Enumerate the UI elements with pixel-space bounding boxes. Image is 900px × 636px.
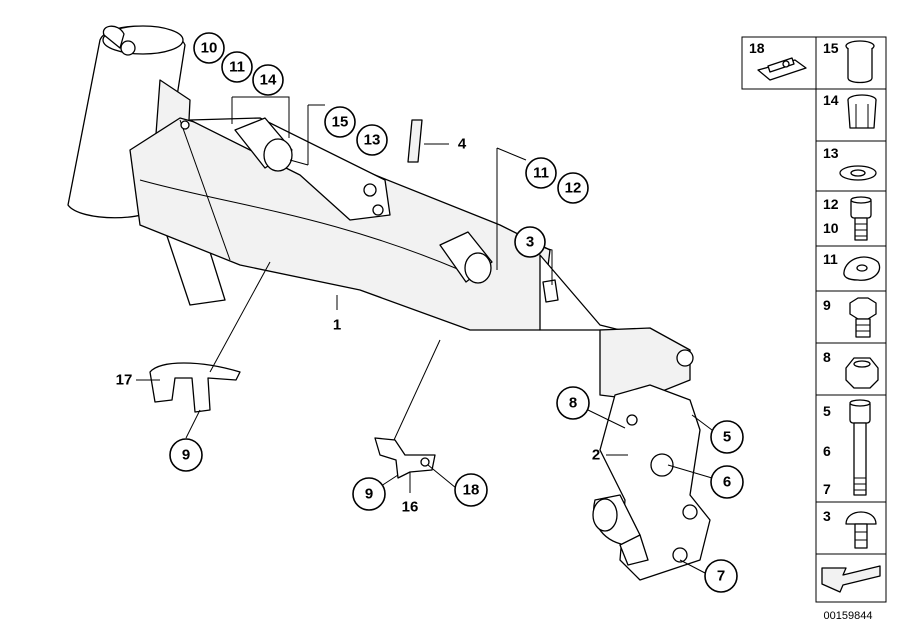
callout-11-upper[interactable]: 11 bbox=[221, 51, 253, 83]
callout-11-mid[interactable]: 11 bbox=[525, 157, 557, 189]
side-cell-11[interactable]: 11 bbox=[815, 245, 887, 292]
callout-6[interactable]: 6 bbox=[710, 465, 744, 499]
svg-text:10: 10 bbox=[823, 220, 839, 236]
svg-text:15: 15 bbox=[332, 114, 349, 131]
arrow-icon bbox=[821, 565, 881, 593]
side-cell-18[interactable]: 18 bbox=[741, 36, 817, 90]
side-panel: 18 15 14 bbox=[741, 36, 887, 603]
callout-7[interactable]: 7 bbox=[704, 559, 738, 593]
svg-text:13: 13 bbox=[823, 145, 839, 161]
callout-14[interactable]: 14 bbox=[252, 64, 284, 96]
callout-9-left[interactable]: 9 bbox=[169, 438, 203, 472]
svg-text:6: 6 bbox=[823, 443, 831, 459]
side-cell-5-6-7[interactable]: 5 6 7 bbox=[815, 394, 887, 503]
svg-text:4: 4 bbox=[458, 136, 467, 153]
svg-text:9: 9 bbox=[182, 447, 190, 464]
svg-text:18: 18 bbox=[749, 40, 765, 56]
svg-text:11: 11 bbox=[533, 165, 549, 182]
callout-3[interactable]: 3 bbox=[514, 226, 546, 258]
svg-text:5: 5 bbox=[723, 429, 731, 446]
svg-text:1: 1 bbox=[333, 317, 341, 334]
hex-socket-bolt-icon bbox=[850, 196, 872, 241]
side-cell-8[interactable]: 8 bbox=[815, 342, 887, 396]
side-cell-9[interactable]: 9 bbox=[815, 290, 887, 344]
washer-icon bbox=[839, 165, 877, 181]
svg-text:7: 7 bbox=[717, 568, 725, 585]
svg-text:2: 2 bbox=[592, 447, 600, 464]
svg-text:6: 6 bbox=[723, 474, 731, 491]
bushing-icon bbox=[845, 40, 875, 84]
callout-9-mid[interactable]: 9 bbox=[352, 477, 386, 511]
svg-text:11: 11 bbox=[823, 251, 838, 267]
svg-text:9: 9 bbox=[823, 297, 831, 313]
leader-lines bbox=[136, 96, 713, 574]
svg-text:12: 12 bbox=[565, 180, 582, 197]
side-cell-12-10[interactable]: 12 10 bbox=[815, 190, 887, 247]
side-cell-arrow[interactable] bbox=[815, 553, 887, 603]
svg-text:15: 15 bbox=[823, 40, 839, 56]
svg-text:5: 5 bbox=[823, 403, 831, 419]
button-head-screw-icon bbox=[845, 511, 877, 549]
svg-text:14: 14 bbox=[823, 92, 839, 108]
shaped-washer-icon bbox=[843, 256, 881, 281]
callout-13[interactable]: 13 bbox=[356, 124, 388, 156]
side-cell-15[interactable]: 15 bbox=[815, 36, 887, 90]
main-frame-drawing bbox=[67, 25, 711, 581]
svg-text:17: 17 bbox=[116, 372, 133, 389]
callout-17[interactable]: 17 bbox=[116, 372, 133, 389]
callout-15[interactable]: 15 bbox=[324, 106, 356, 138]
long-socket-bolt-icon bbox=[849, 399, 871, 496]
callout-10[interactable]: 10 bbox=[193, 32, 225, 64]
svg-text:3: 3 bbox=[526, 234, 534, 251]
clip-sleeve-icon bbox=[847, 94, 877, 129]
callout-1[interactable]: 1 bbox=[333, 317, 341, 334]
callout-18[interactable]: 18 bbox=[454, 473, 488, 507]
callout-5[interactable]: 5 bbox=[710, 420, 744, 454]
svg-text:7: 7 bbox=[823, 481, 831, 497]
callout-2[interactable]: 2 bbox=[592, 447, 600, 464]
hex-nut-icon bbox=[845, 357, 879, 389]
svg-text:3: 3 bbox=[823, 508, 831, 524]
callout-16[interactable]: 16 bbox=[402, 499, 419, 516]
diagram-id-number: 00159844 bbox=[823, 610, 873, 622]
callout-4[interactable]: 4 bbox=[458, 136, 467, 153]
svg-text:9: 9 bbox=[365, 486, 373, 503]
side-cell-14[interactable]: 14 bbox=[815, 88, 887, 142]
svg-text:18: 18 bbox=[463, 482, 480, 499]
svg-text:13: 13 bbox=[364, 132, 381, 149]
svg-text:8: 8 bbox=[569, 395, 577, 412]
svg-text:16: 16 bbox=[402, 499, 419, 516]
svg-text:12: 12 bbox=[823, 196, 839, 212]
side-cell-13[interactable]: 13 bbox=[815, 140, 887, 192]
clip-nut-icon bbox=[757, 57, 807, 81]
svg-text:14: 14 bbox=[260, 72, 277, 89]
svg-text:10: 10 bbox=[201, 40, 218, 57]
svg-text:8: 8 bbox=[823, 349, 831, 365]
callout-12[interactable]: 12 bbox=[557, 172, 589, 204]
hex-bolt-icon bbox=[849, 297, 877, 338]
side-cell-3[interactable]: 3 bbox=[815, 501, 887, 555]
callout-8[interactable]: 8 bbox=[556, 386, 590, 420]
svg-text:11: 11 bbox=[229, 59, 245, 76]
